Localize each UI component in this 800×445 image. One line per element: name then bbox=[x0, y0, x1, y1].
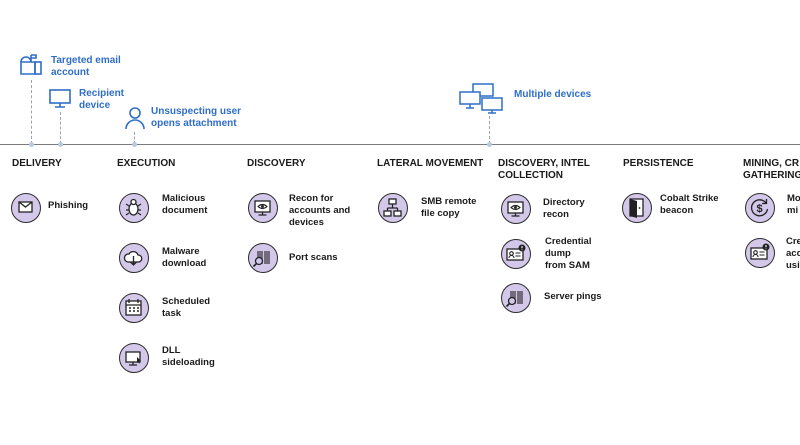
connector-line bbox=[489, 116, 490, 144]
item-label-credential-gathering: Cre acc usi bbox=[786, 236, 800, 271]
phase-title-execution: EXECUTION bbox=[117, 158, 176, 169]
calendar-icon bbox=[125, 299, 142, 316]
phase-title-discovery-intel: DISCOVERY, INTEL COLLECTION bbox=[498, 158, 590, 181]
cobalt-strike-beacon-node bbox=[622, 193, 652, 223]
phase-title-delivery: DELIVERY bbox=[12, 158, 62, 169]
item-label-malware-download: Malware download bbox=[162, 246, 207, 269]
mail-icon bbox=[18, 201, 33, 213]
credential-gathering-node bbox=[745, 238, 775, 268]
multiple-devices-icon bbox=[459, 83, 503, 114]
id-card-alert-icon bbox=[750, 243, 770, 260]
coin-mining-node: $ bbox=[745, 193, 775, 223]
connector-line bbox=[134, 132, 135, 144]
item-label-directory-recon: Directory recon bbox=[543, 197, 585, 220]
phase-title-lateral-movement: LATERAL MOVEMENT bbox=[377, 158, 484, 169]
recon-accounts-node bbox=[248, 193, 278, 223]
timeline-axis bbox=[0, 144, 800, 145]
phishing-node bbox=[11, 193, 41, 223]
smb-remote-file-copy-node bbox=[378, 193, 408, 223]
timeline-dot bbox=[29, 142, 34, 147]
phase-title-persistence: PERSISTENCE bbox=[623, 158, 694, 169]
unsuspecting-user-label: Unsuspecting user opens attachment bbox=[151, 106, 242, 129]
scheduled-task-node bbox=[119, 293, 149, 323]
item-label-dll-sideloading: DLL sideloading bbox=[162, 345, 215, 368]
bug-icon bbox=[125, 198, 142, 216]
monitor-icon bbox=[49, 89, 71, 108]
malicious-document-node bbox=[119, 193, 149, 223]
item-label-recon-accounts: Recon for accounts and devices bbox=[289, 193, 351, 228]
port-scans-node bbox=[248, 243, 278, 273]
item-label-port-scans: Port scans bbox=[289, 252, 338, 263]
door-icon bbox=[629, 198, 644, 218]
timeline-dot bbox=[132, 142, 137, 147]
monitor-eye-icon bbox=[507, 201, 524, 217]
item-label-mining: Mo mi bbox=[787, 193, 800, 216]
dollar-cycle-icon: $ bbox=[750, 199, 769, 217]
timeline-dot bbox=[487, 142, 492, 147]
barcode-search-icon bbox=[505, 291, 523, 308]
cloud-download-icon bbox=[123, 250, 143, 266]
item-label-server-pings: Server pings bbox=[544, 291, 602, 302]
targeted-email-label: Targeted email account bbox=[51, 55, 121, 78]
item-label-smb-remote-file-copy: SMB remote file copy bbox=[421, 196, 477, 219]
dll-sideloading-node bbox=[119, 343, 149, 373]
server-pings-node bbox=[501, 283, 531, 313]
item-label-scheduled-task: Scheduled task bbox=[162, 296, 211, 319]
item-label-malicious-document: Malicious document bbox=[162, 193, 208, 216]
recipient-device-label: Recipient device bbox=[79, 88, 125, 111]
malware-download-node bbox=[119, 243, 149, 273]
network-icon bbox=[383, 198, 402, 217]
timeline-dot bbox=[58, 142, 63, 147]
barcode-search-icon bbox=[252, 251, 270, 268]
directory-recon-node bbox=[501, 194, 531, 224]
phase-title-mining: MINING, CR GATHERING bbox=[743, 158, 800, 181]
user-icon bbox=[125, 107, 145, 130]
multiple-devices-label: Multiple devices bbox=[514, 89, 592, 100]
svg-text:$: $ bbox=[756, 203, 762, 215]
credential-dump-node bbox=[501, 239, 531, 269]
item-label-cobalt-strike-beacon: Cobalt Strike beacon bbox=[660, 193, 719, 216]
item-label-credential-dump: Credential dump from SAM bbox=[545, 236, 592, 271]
connector-line bbox=[60, 112, 61, 144]
monitor-eye-icon bbox=[254, 200, 271, 216]
mailbox-icon bbox=[20, 54, 42, 75]
phase-title-discovery: DISCOVERY bbox=[247, 158, 306, 169]
monitor-cursor-icon bbox=[125, 351, 141, 366]
id-card-alert-icon bbox=[506, 244, 526, 261]
connector-line bbox=[31, 80, 32, 144]
item-label-phishing: Phishing bbox=[48, 200, 89, 211]
